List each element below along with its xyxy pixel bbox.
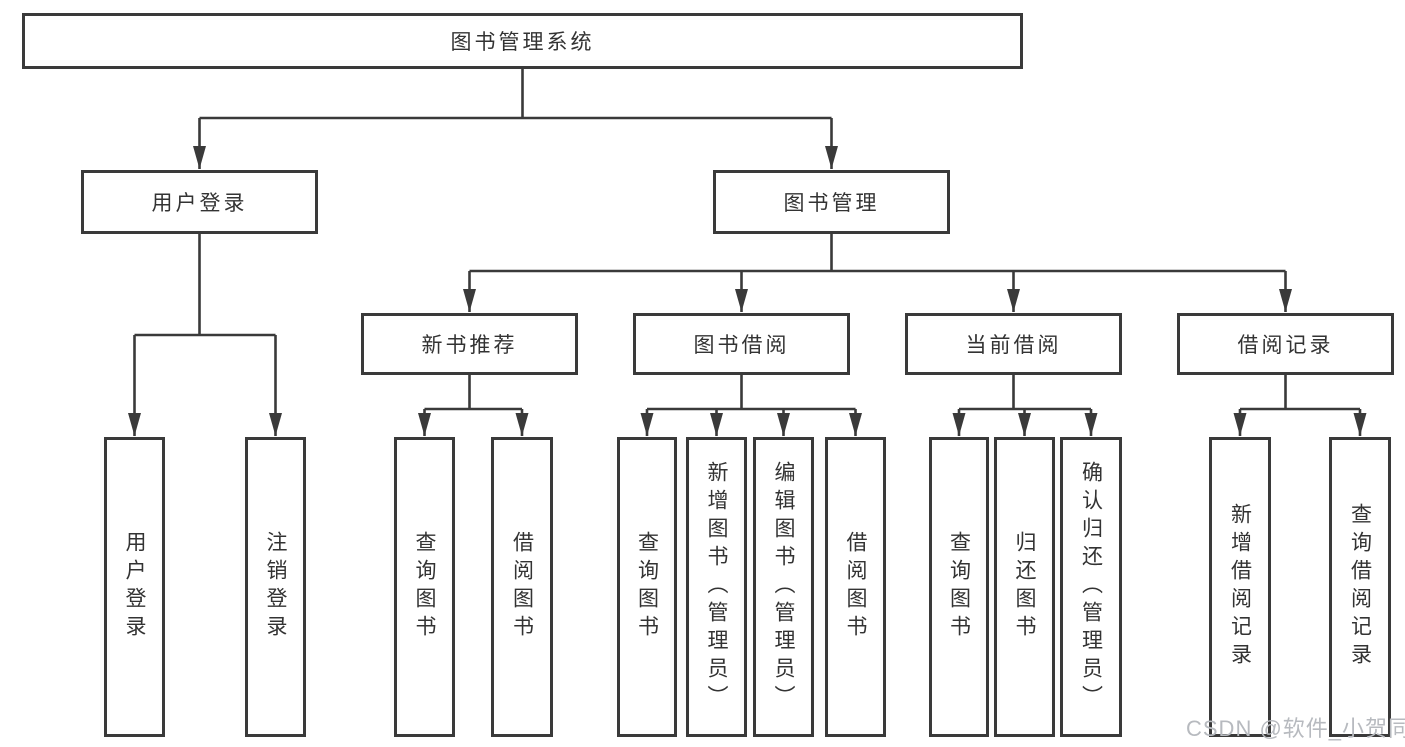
leaf-current-return-books-label: 归还图书	[1013, 531, 1036, 643]
leaf-borrowing-add-books-admin: 新增图书（管理员）	[686, 437, 747, 737]
leaf-current-confirm-return-admin-label: 确认归还（管理员）	[1079, 461, 1103, 713]
leaf-current-query-books-label: 查询图书	[947, 531, 971, 643]
leaf-records-query-record-label: 查询借阅记录	[1348, 503, 1372, 671]
leaf-current-query-books: 查询图书	[929, 437, 989, 737]
node-borrowing-records: 借阅记录	[1177, 313, 1394, 375]
leaf-borrowing-borrow-books-label: 借阅图书	[844, 531, 867, 643]
leaf-recommend-borrow-books: 借阅图书	[491, 437, 553, 737]
leaf-user-login: 用户登录	[104, 437, 165, 737]
leaf-records-add-record-label: 新增借阅记录	[1228, 503, 1252, 671]
leaf-logout-label: 注销登录	[264, 531, 287, 643]
leaf-current-return-books: 归还图书	[994, 437, 1055, 737]
node-current-borrowing: 当前借阅	[905, 313, 1122, 375]
leaf-borrowing-add-books-admin-label: 新增图书（管理员）	[705, 461, 728, 713]
leaf-recommend-borrow-books-label: 借阅图书	[510, 531, 534, 643]
leaf-recommend-query-books-label: 查询图书	[413, 531, 436, 643]
leaf-user-login-label: 用户登录	[123, 531, 146, 643]
node-new-book-recommend: 新书推荐	[361, 313, 578, 375]
leaf-current-confirm-return-admin: 确认归还（管理员）	[1060, 437, 1122, 737]
leaf-borrowing-borrow-books: 借阅图书	[825, 437, 886, 737]
leaf-borrowing-edit-books-admin-label: 编辑图书（管理员）	[772, 461, 795, 713]
node-book-management: 图书管理	[713, 170, 950, 234]
leaf-records-add-record: 新增借阅记录	[1209, 437, 1271, 737]
leaf-records-query-record: 查询借阅记录	[1329, 437, 1391, 737]
leaf-recommend-query-books: 查询图书	[394, 437, 455, 737]
leaf-borrowing-query-books: 查询图书	[617, 437, 677, 737]
leaf-borrowing-edit-books-admin: 编辑图书（管理员）	[753, 437, 814, 737]
node-user-login: 用户登录	[81, 170, 318, 234]
csdn-watermark: CSDN @软件_小贺同学	[1186, 716, 1405, 741]
leaf-borrowing-query-books-label: 查询图书	[635, 531, 659, 643]
node-root: 图书管理系统	[22, 13, 1023, 69]
node-book-borrowing: 图书借阅	[633, 313, 850, 375]
leaf-logout: 注销登录	[245, 437, 306, 737]
